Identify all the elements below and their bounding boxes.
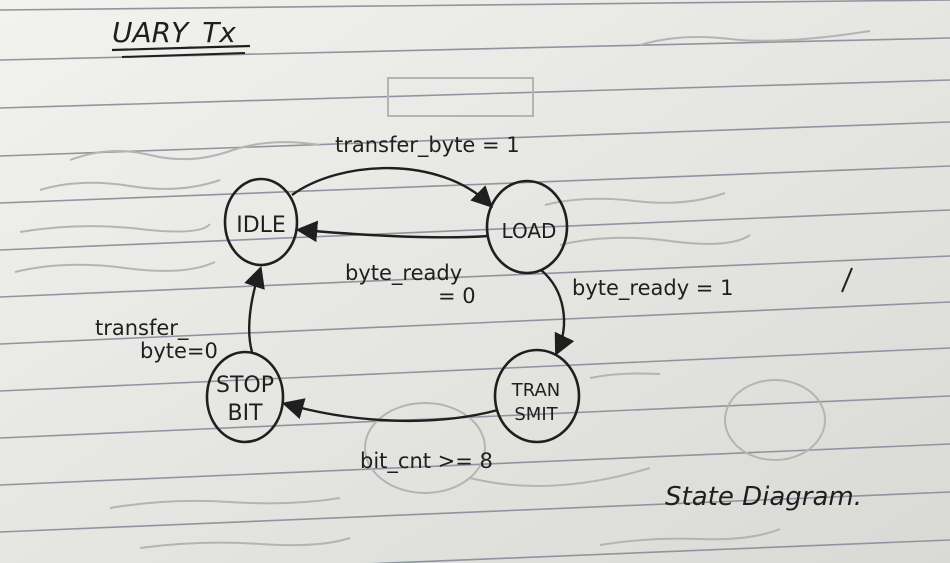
arrow-load-to-idle xyxy=(295,220,489,243)
title-underline xyxy=(111,44,251,52)
arrow-transmit-to-stop xyxy=(281,398,499,423)
arrow-load-to-transmit xyxy=(540,269,575,356)
slash-mark xyxy=(841,267,853,293)
label-byte-ready-0-line1: byte_ready xyxy=(345,261,462,286)
arrow-idle-to-load xyxy=(291,166,494,209)
label-bit-cnt-ge-8: bit_cnt >= 8 xyxy=(360,449,493,474)
diagram-caption: State Diagram. xyxy=(665,482,862,512)
label-transfer-byte-1: transfer_byte = 1 xyxy=(335,133,520,158)
state-stop-circle xyxy=(205,350,285,444)
label-byte-ready-0-line2: = 0 xyxy=(438,284,476,308)
state-transmit-label-line2: SMIT xyxy=(514,404,558,425)
page-title: UARY_Tx xyxy=(112,16,236,49)
label-transfer-byte-0-line1: transfer_ xyxy=(95,316,189,341)
state-transmit-label-line1: TRAN xyxy=(511,380,561,401)
state-stop-label-line1: STOP xyxy=(216,373,274,398)
state-load-circle xyxy=(485,179,569,275)
label-transfer-byte-0-line2: byte=0 xyxy=(140,339,218,363)
title-underline-2 xyxy=(121,52,246,58)
state-load-label: LOAD xyxy=(502,219,557,243)
state-stop-label-line2: BIT xyxy=(227,401,263,426)
arrow-stop-to-idle xyxy=(244,265,265,353)
state-transmit-circle xyxy=(493,348,581,444)
state-idle-label: IDLE xyxy=(236,213,286,238)
bleed-through-decoration xyxy=(14,30,871,549)
state-circles xyxy=(205,177,581,444)
label-byte-ready-1: byte_ready = 1 xyxy=(572,276,733,301)
